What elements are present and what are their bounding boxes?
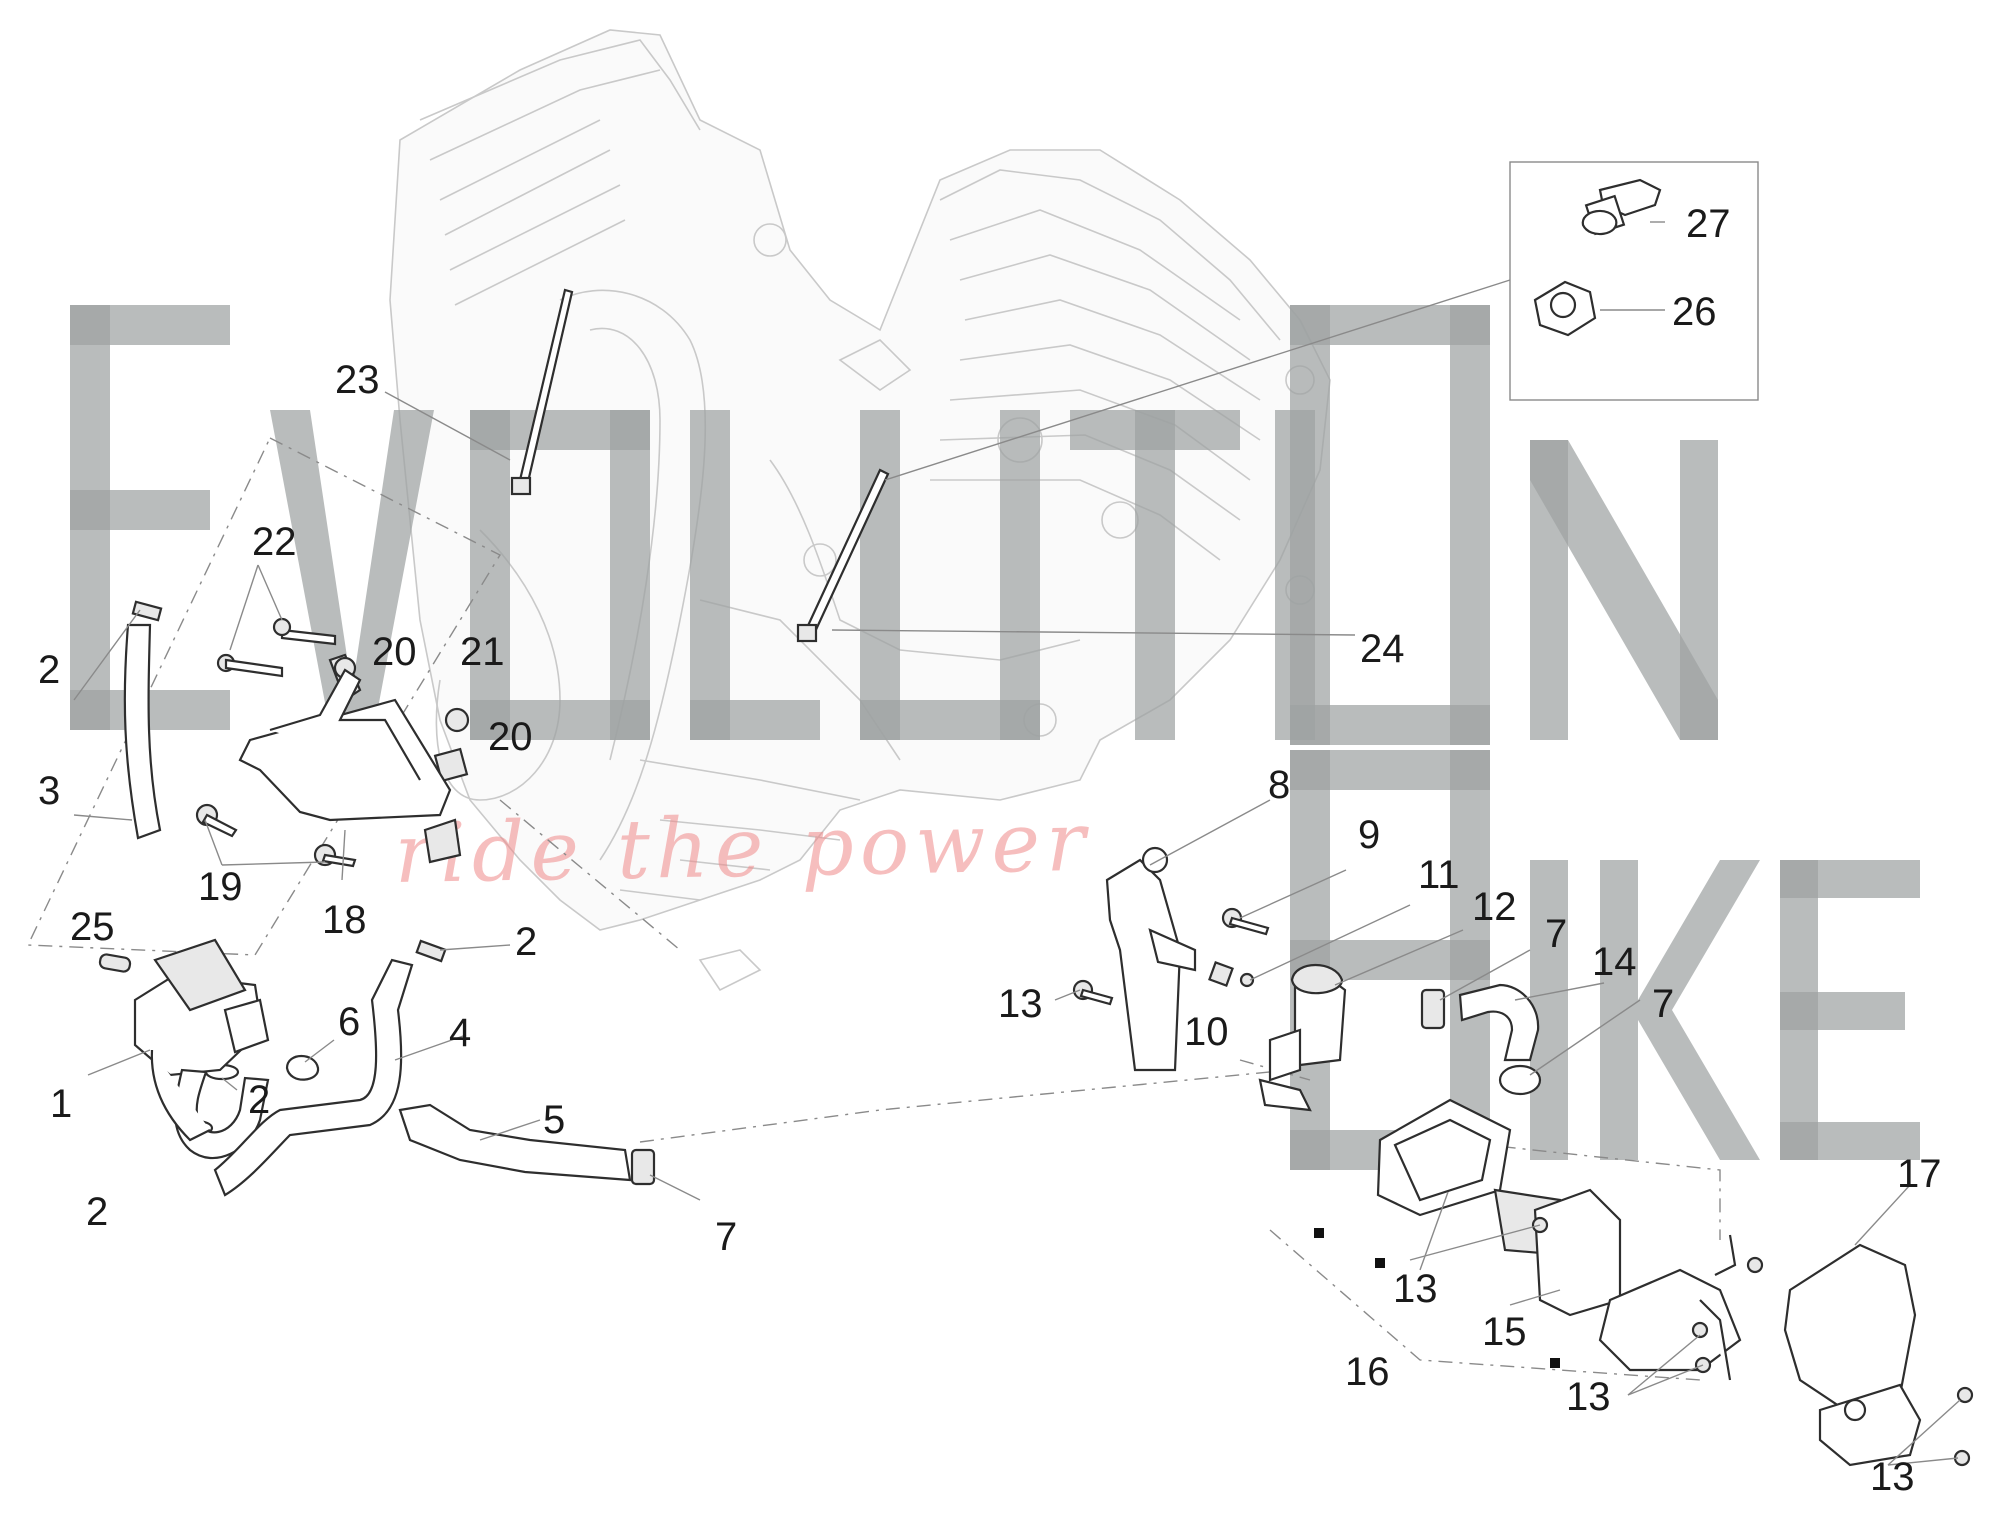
assembly-outlines [26, 161, 1759, 1381]
callout-labels: 1 2 2 2 2 3 4 5 6 7 7 7 8 9 10 11 12 13 … [38, 202, 1942, 1499]
callout-6: 6 [338, 1000, 360, 1044]
callout-7-right: 7 [1652, 982, 1674, 1026]
callout-13-center: 13 [1393, 1267, 1438, 1311]
callout-8: 8 [1268, 763, 1290, 807]
callout-17: 17 [1897, 1152, 1942, 1196]
detail-box [1509, 161, 1759, 401]
leader-lines [73, 221, 1961, 1466]
callout-13-bottom-right: 13 [1870, 1455, 1915, 1499]
callout-26: 26 [1672, 290, 1717, 334]
callout-9: 9 [1358, 813, 1380, 857]
callout-20-lower: 20 [488, 715, 533, 759]
callout-3: 3 [38, 769, 60, 813]
callout-1: 1 [50, 1082, 72, 1126]
callout-27: 27 [1686, 202, 1731, 246]
callout-22: 22 [252, 520, 297, 564]
callout-25: 25 [70, 905, 115, 949]
callout-21: 21 [460, 630, 505, 674]
parts [98, 178, 1974, 1467]
callout-18: 18 [322, 898, 367, 942]
callout-10: 10 [1184, 1010, 1229, 1054]
callout-2-lower: 2 [248, 1078, 270, 1122]
watermark-tagline: ride the power [394, 795, 1092, 902]
callout-7-bottom: 7 [715, 1215, 737, 1259]
callout-24: 24 [1360, 627, 1405, 671]
callout-23: 23 [335, 358, 380, 402]
callout-13-left: 13 [998, 982, 1043, 1026]
callout-20-upper: 20 [372, 630, 417, 674]
callout-19: 19 [198, 865, 243, 909]
callout-5: 5 [543, 1098, 565, 1142]
callout-14: 14 [1592, 940, 1637, 984]
callout-16: 16 [1345, 1350, 1390, 1394]
callout-2-top-left: 2 [38, 648, 60, 692]
callout-7-right-top: 7 [1545, 912, 1567, 956]
callout-2-bottom: 2 [86, 1190, 108, 1234]
callout-4: 4 [449, 1011, 471, 1055]
callout-13-lower: 13 [1566, 1375, 1611, 1419]
callout-2-middle: 2 [515, 920, 537, 964]
callout-11: 11 [1418, 853, 1460, 897]
special-item-markers [1314, 1228, 1560, 1368]
callout-15: 15 [1482, 1310, 1527, 1354]
callout-12: 12 [1472, 885, 1517, 929]
